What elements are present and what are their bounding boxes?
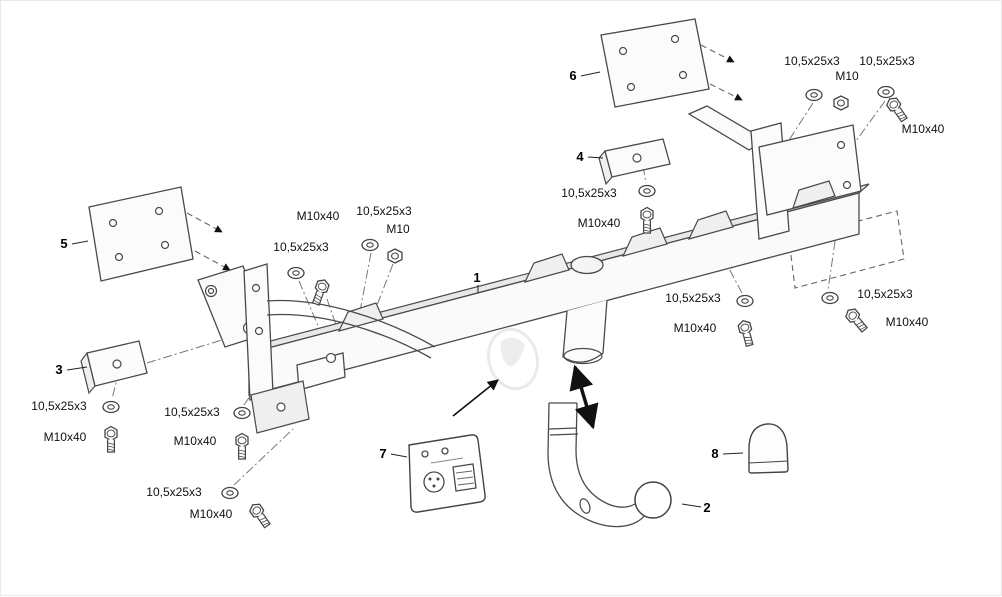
weld-tab xyxy=(687,210,734,240)
bolt-icon xyxy=(309,277,331,307)
callout-nut: M10 xyxy=(386,222,410,236)
callout-washer: 10,5x25x3 xyxy=(356,204,412,218)
callout-washer: 10,5x25x3 xyxy=(857,287,913,301)
part-8-cover-cap xyxy=(748,423,789,474)
part-4-bracket xyxy=(598,138,671,186)
part-number-7: 7 xyxy=(379,446,386,461)
towball xyxy=(634,481,672,519)
right-side-member xyxy=(687,105,862,240)
washer-icon xyxy=(736,294,754,308)
callout-bolt: M10x40 xyxy=(44,430,87,444)
part-number-8: 8 xyxy=(711,446,718,461)
washer-icon xyxy=(102,400,120,414)
part-2-swan-neck-towball xyxy=(547,402,672,528)
part-number-6: 6 xyxy=(569,68,576,83)
callout-washer: 10,5x25x3 xyxy=(665,291,721,305)
insert-direction-arrow xyxy=(569,364,599,430)
washer-icon xyxy=(287,266,305,280)
callout-bolt: M10x40 xyxy=(297,209,340,223)
callout-washer: 10,5x25x3 xyxy=(859,54,915,68)
weld-tab xyxy=(621,227,668,257)
washer-icon xyxy=(877,85,895,99)
callout-bolt: M10x40 xyxy=(902,122,945,136)
callout-nut: M10 xyxy=(835,69,859,83)
hidden-outline xyxy=(788,210,905,289)
labels: 1 2 3 4 5 6 7 8 10,5x25x3 10,5x25x3 10,5… xyxy=(31,54,944,521)
part-1-crossbar xyxy=(197,105,870,434)
nut-icon xyxy=(387,248,403,264)
washer-icon xyxy=(221,486,239,500)
construction-lines xyxy=(111,44,905,486)
callout-washer: 10,5x25x3 xyxy=(273,240,329,254)
part-number-1: 1 xyxy=(473,270,480,285)
pointer-arrow xyxy=(452,379,499,417)
watermark-logo xyxy=(487,327,539,391)
left-side-member xyxy=(197,263,436,434)
release-knob xyxy=(579,498,591,514)
callout-bolt: M10x40 xyxy=(174,434,217,448)
washer-icon xyxy=(361,238,379,252)
part-5-backing-plate xyxy=(88,186,194,282)
washer-icon xyxy=(233,406,251,420)
callout-bolt: M10x40 xyxy=(886,315,929,329)
weld-tab xyxy=(523,253,570,283)
callout-washer: 10,5x25x3 xyxy=(784,54,840,68)
part-7-fitting-kit xyxy=(408,434,486,513)
callout-bolt: M10x40 xyxy=(578,216,621,230)
callout-bolt: M10x40 xyxy=(190,507,233,521)
washer-icon xyxy=(821,291,839,305)
part-6-backing-plate xyxy=(600,18,710,108)
receiver-socket xyxy=(562,299,608,363)
part-number-5: 5 xyxy=(60,236,67,251)
part-number-3: 3 xyxy=(55,362,62,377)
callout-washer: 10,5x25x3 xyxy=(164,405,220,419)
callout-washer: 10,5x25x3 xyxy=(561,186,617,200)
part-3-bracket xyxy=(80,340,148,395)
bolt-icon xyxy=(736,318,757,348)
callout-washer: 10,5x25x3 xyxy=(31,399,87,413)
callout-bolt: M10x40 xyxy=(674,321,717,335)
bolt-icon xyxy=(247,500,273,530)
bolt-icon xyxy=(640,206,654,234)
nut-icon xyxy=(833,95,849,111)
arrows xyxy=(452,364,599,430)
callout-washer: 10,5x25x3 xyxy=(146,485,202,499)
receiver-dome xyxy=(570,255,604,275)
washer-icon xyxy=(805,88,823,102)
bolt-icon xyxy=(884,94,910,124)
bolt-icon xyxy=(104,425,118,453)
socket-icon xyxy=(423,471,445,493)
bolt-icon xyxy=(235,432,249,460)
part-number-4: 4 xyxy=(576,149,584,164)
washer-icon xyxy=(638,184,656,198)
bolt-icon xyxy=(842,305,870,335)
part-number-2: 2 xyxy=(703,500,710,515)
